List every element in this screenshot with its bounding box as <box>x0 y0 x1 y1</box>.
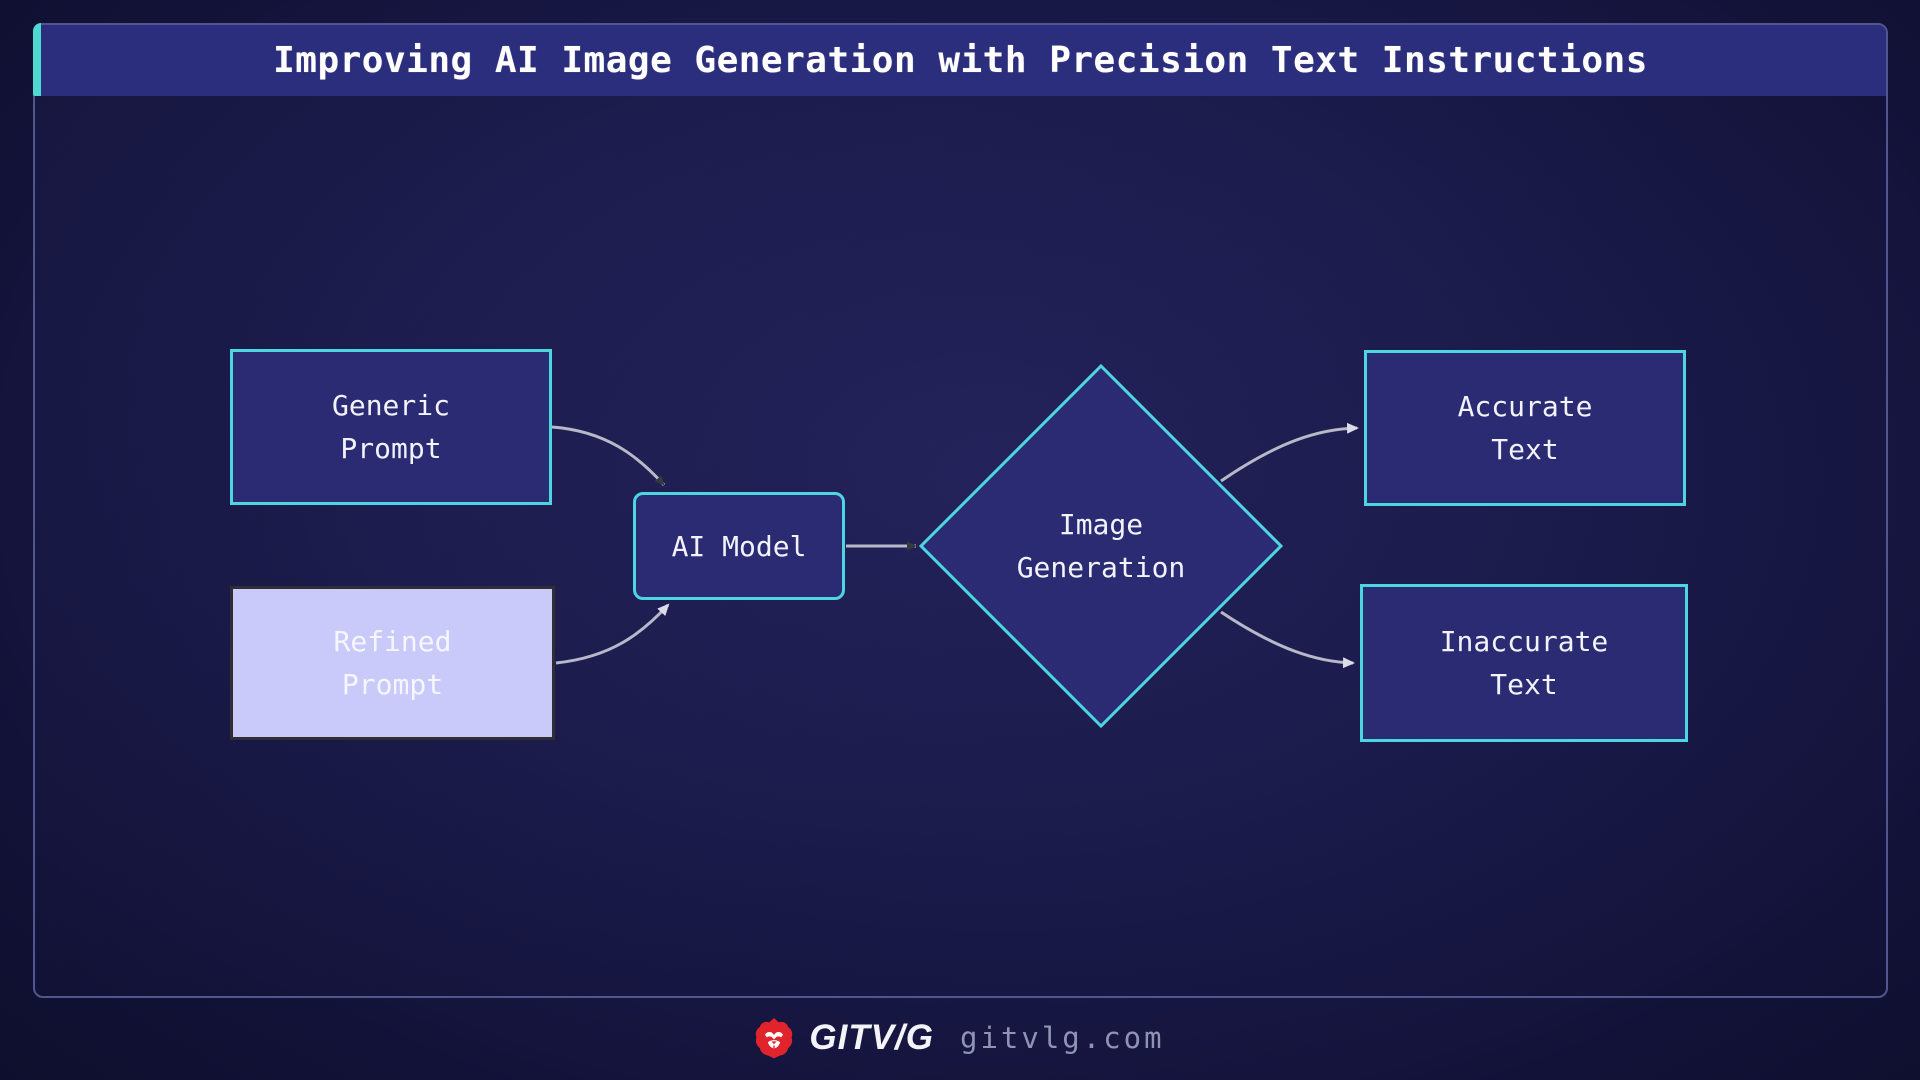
page-title: Improving AI Image Generation with Preci… <box>273 40 1648 81</box>
edge-imagegen-to-accurate <box>1220 422 1359 483</box>
website-url: gitvlg.com <box>960 1021 1165 1055</box>
brand-name: GITV/G <box>809 1018 934 1057</box>
footer: GITV/G gitvlg.com <box>0 1008 1920 1068</box>
node-image-generation-label: Image Generation <box>1016 508 1186 584</box>
accent-bar <box>33 23 41 96</box>
lion-icon <box>756 1018 793 1059</box>
main-panel: Improving AI Image Generation with Preci… <box>33 23 1888 998</box>
node-image-generation-shape <box>918 363 1284 729</box>
edge-refined-to-ai <box>555 603 670 665</box>
node-generic-prompt: Generic Prompt <box>230 349 552 505</box>
node-ai-model: AI Model <box>633 492 845 600</box>
node-refined-prompt: Refined Prompt <box>230 586 555 740</box>
edge-imagegen-to-inaccurate <box>1220 610 1355 669</box>
edge-generic-to-ai <box>551 425 666 487</box>
node-inaccurate-text: Inaccurate Text <box>1360 584 1688 742</box>
node-accurate-text: Accurate Text <box>1364 350 1686 506</box>
title-bar: Improving AI Image Generation with Preci… <box>33 23 1886 96</box>
